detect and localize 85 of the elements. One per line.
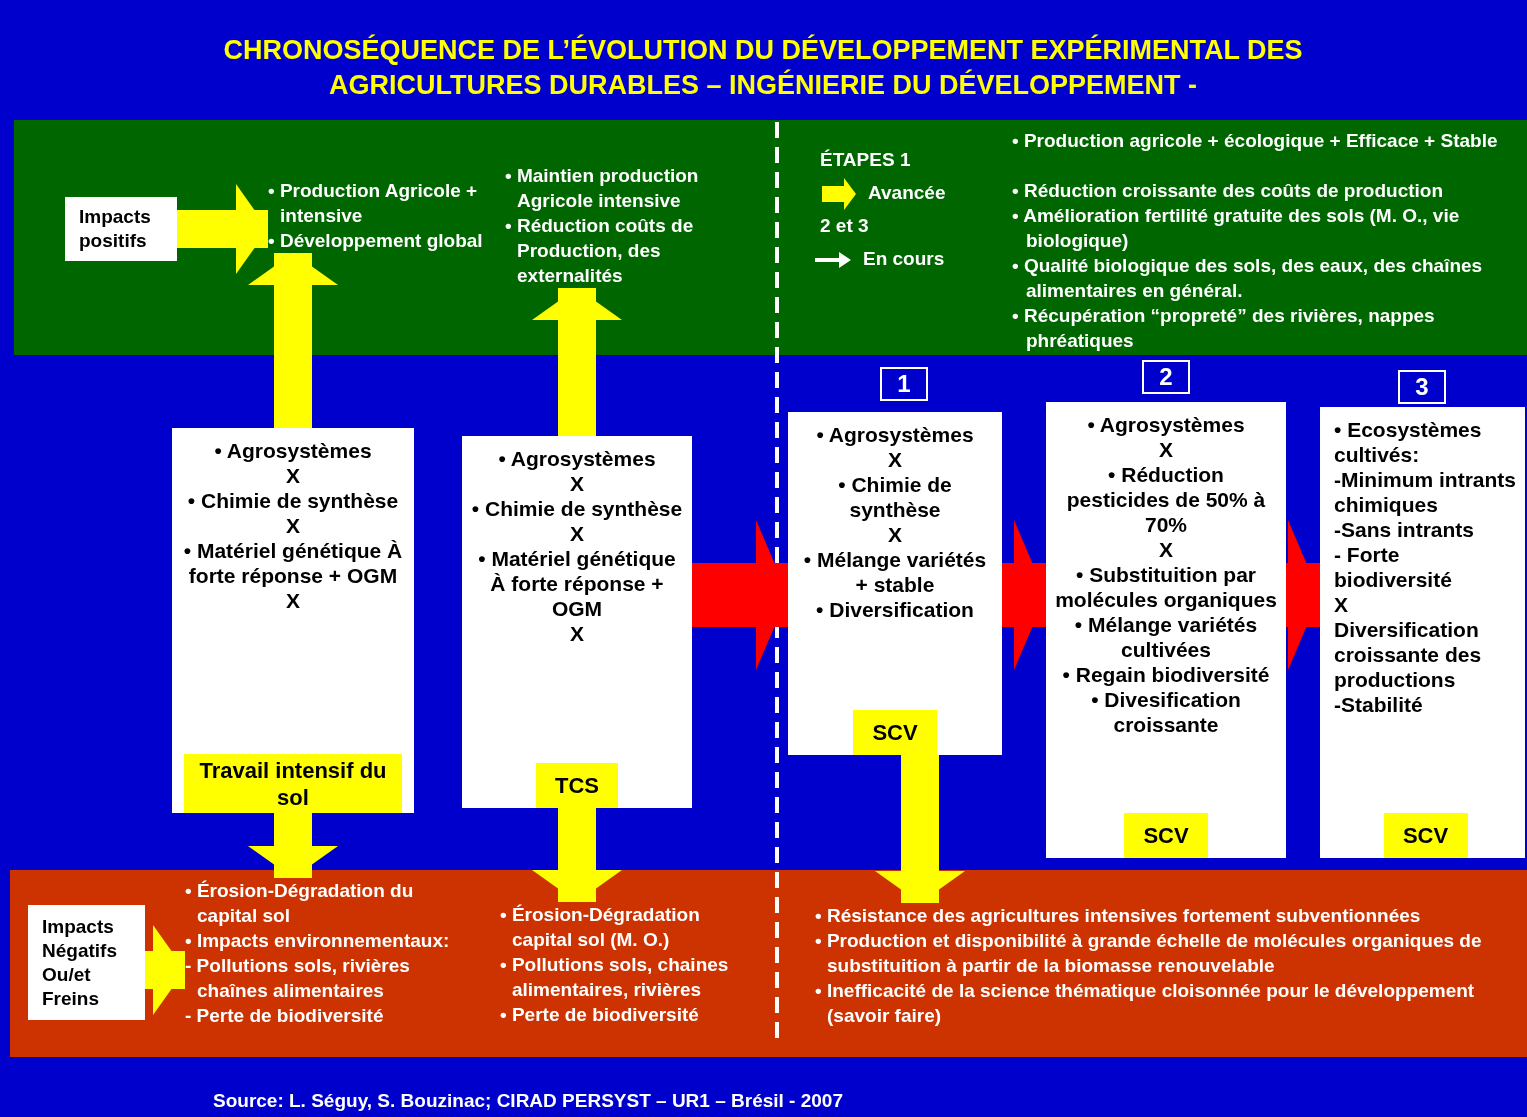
block-arrow	[248, 253, 338, 428]
block-arrow	[875, 755, 965, 903]
system-box	[462, 436, 692, 808]
box-text: -Sans intrants	[1334, 517, 1475, 542]
bullet-text: • Pollutions sols, chaines alimentaires, rivières	[500, 953, 730, 1002]
box-text: • Substituition par molécules organiques	[1054, 562, 1278, 612]
bullet-text: • Réduction coûts de Production, des externalités	[505, 214, 695, 288]
number-box: 2	[1142, 360, 1190, 394]
box-text: X	[1159, 437, 1173, 462]
bullet-text: • Récupération “propreté” des rivières, nappes phréatiques	[1012, 304, 1436, 353]
impacts-band	[14, 120, 1527, 355]
system-box	[788, 412, 1002, 755]
bullet-text: • Maintien production Agricole intensive	[505, 164, 700, 213]
box-text: Diversification croissante des productions	[1334, 617, 1483, 692]
box-text: X	[888, 522, 902, 547]
number-box: 1	[880, 367, 928, 401]
bullet-text: • Érosion-Dégradation capital sol (M. O.)	[500, 903, 701, 952]
box-text: - Forte biodiversité	[1334, 542, 1453, 592]
box-text: • Matériel génétique À forte réponse + OGM	[477, 546, 677, 621]
legend-text: En cours	[863, 247, 945, 271]
bullet-text: • Réduction croissante des coûts de production	[1012, 179, 1445, 203]
block-arrow	[248, 813, 338, 878]
bullet-text: • Production agricole + écologique + Efficace + Stable	[1012, 129, 1499, 153]
box-text: • Agrosystèmes	[498, 446, 656, 471]
legend-text: Avancée	[868, 181, 946, 205]
box-text: X	[286, 463, 300, 488]
box-text: • Chimie de synthèse	[837, 472, 953, 522]
box-text: • Agrosystèmes	[1087, 412, 1245, 437]
block-arrow	[692, 520, 788, 670]
box-text: X	[888, 447, 902, 472]
box-text: X	[1159, 537, 1173, 562]
bullet-text: • Amélioration fertilité gratuite des sols (M. O., vie biologique)	[1012, 204, 1461, 253]
impacts-band	[10, 870, 1527, 1057]
system-box	[1046, 402, 1286, 858]
box-text: X	[1334, 592, 1348, 617]
box-text: • Regain biodiversité	[1062, 662, 1270, 687]
step-label: ÉTAPES 1	[820, 148, 911, 172]
highlight-box: Travail intensif du sol	[184, 754, 402, 813]
box-text: • Mélange variétés + stable	[802, 547, 988, 597]
box-text: -Stabilité	[1334, 692, 1423, 717]
bullet-text: • Perte de biodiversité	[500, 1003, 700, 1027]
highlight-box: SCV	[853, 710, 937, 755]
label-box: Impacts Négatifs Ou/et Freins	[28, 905, 145, 1020]
box-text: X	[286, 588, 300, 613]
label-box: Impacts positifs	[65, 197, 177, 261]
system-box	[172, 428, 414, 813]
box-text: -Minimum intrants chimiques	[1334, 467, 1517, 517]
number-box: 3	[1398, 370, 1446, 404]
block-arrow	[532, 808, 622, 902]
box-text: X	[570, 621, 584, 646]
bullet-text: • Qualité biologique des sols, des eaux, des chaînes alimentaires en général.	[1012, 254, 1484, 303]
box-text: • Chimie de synthèse	[471, 496, 683, 521]
block-arrow	[145, 925, 185, 1015]
box-text: • Chimie de synthèse	[187, 488, 399, 513]
box-text: • Diversification	[816, 597, 974, 622]
bullet-text: - Pollutions sols, rivières chaînes alimentaires	[185, 954, 411, 1003]
bullet-text: • Érosion-Dégradation du capital sol	[185, 879, 415, 928]
system-box	[1320, 407, 1525, 858]
box-text: • Matériel génétique À forte réponse + OGM	[182, 538, 404, 588]
highlight-box: TCS	[536, 763, 618, 808]
block-arrow	[1002, 520, 1046, 670]
box-text: • Réduction pesticides de 50% à 70%	[1065, 462, 1267, 537]
highlight-box: SCV	[1383, 813, 1468, 858]
highlight-box: SCV	[1124, 813, 1208, 858]
block-arrow	[532, 288, 622, 436]
source-caption: Source: L. Séguy, S. Bouzinac; CIRAD PERSYST – UR1 – Brésil - 2007	[213, 1090, 843, 1112]
box-text: X	[286, 513, 300, 538]
bullet-text: • Développement global	[268, 229, 484, 253]
bullet-text: - Perte de biodiversité	[185, 1004, 385, 1028]
box-text: X	[570, 521, 584, 546]
title: CHRONOSÉQUENCE DE L’ÉVOLUTION DU DÉVELOPPEMENT EXPÉRIMENTAL DES AGRICULTURES DURABLES – INGÉNIERIE DU DÉVELOPPEMENT -	[222, 33, 1304, 102]
bullet-text: • Résistance des agricultures intensives fortement subventionnées	[815, 904, 1422, 928]
box-text: • Ecosystèmes cultivés:	[1334, 417, 1483, 467]
box-text: X	[570, 471, 584, 496]
block-arrow	[177, 184, 268, 274]
bullet-text: • Impacts environnementaux:	[185, 929, 451, 953]
bullet-text: • Production et disponibilité à grande échelle de molécules organiques de substituition à partir de la biomasse renouvelable	[815, 929, 1483, 978]
step-label: 2 et 3	[820, 214, 869, 238]
box-text: • Agrosystèmes	[816, 422, 974, 447]
box-text: • Mélange variétés cultivées	[1073, 612, 1259, 662]
box-text: • Agrosystèmes	[214, 438, 372, 463]
bullet-text: • Inefficacité de la science thématique cloisonnée pour le développement (savoir faire)	[815, 979, 1476, 1028]
bullet-text: • Production Agricole + intensive	[268, 179, 479, 228]
box-text: • Divesification croissante	[1090, 687, 1242, 737]
block-arrow	[1286, 520, 1320, 670]
